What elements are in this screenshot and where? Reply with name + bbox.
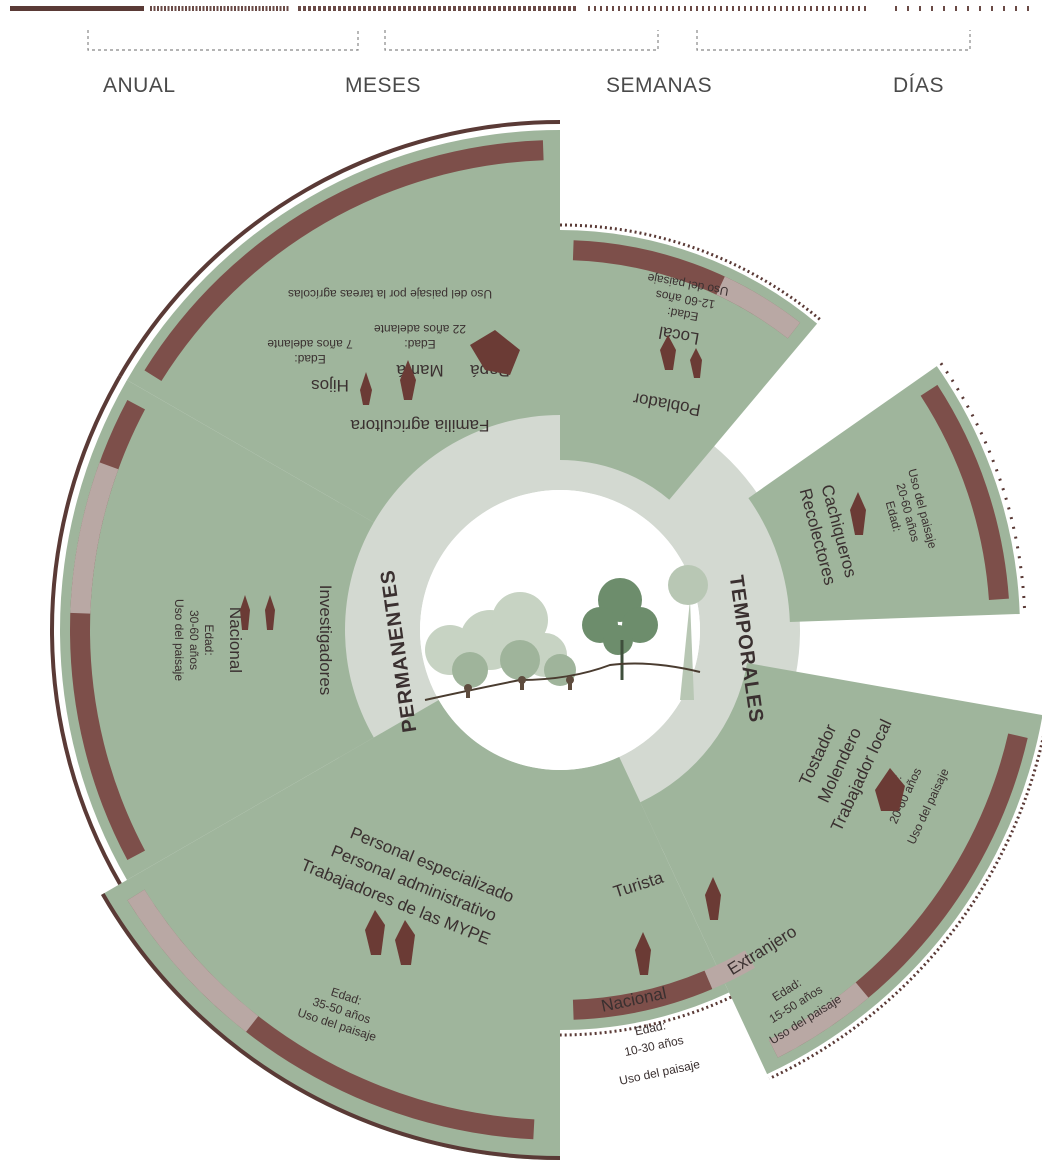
investigadores-uso: Uso del paisaje bbox=[172, 599, 186, 681]
bar-personal-light bbox=[127, 889, 259, 1032]
familia-hijos: Hijos bbox=[311, 376, 349, 395]
investigadores-title: Investigadores bbox=[316, 585, 335, 696]
bar-recolectores bbox=[920, 384, 1009, 601]
familia-edad-hijos-val: 7 años adelante bbox=[267, 337, 353, 351]
familia-edad-adultos: Edad: bbox=[404, 337, 435, 351]
turista-nac-edad-val: 10-30 años bbox=[623, 1033, 685, 1059]
investigadores-edad: Edad: bbox=[202, 624, 216, 655]
investigadores-edad-val: 30-60 años bbox=[187, 610, 201, 670]
timeline-label-meses: MESES bbox=[345, 74, 422, 97]
bar-turista bbox=[572, 970, 713, 1020]
sector-investigadores bbox=[59, 380, 374, 880]
segment-investigadores: Investigadores Nacional Edad: 30-60 años… bbox=[172, 585, 335, 696]
rule-personal bbox=[101, 892, 561, 1160]
bar-tostador bbox=[768, 733, 1028, 1058]
sector-personal bbox=[101, 700, 561, 1160]
familia-title: Familia agricultora bbox=[350, 416, 489, 435]
people-figure-icon bbox=[240, 330, 905, 975]
timeline-bar bbox=[10, 6, 1036, 51]
bar-tostador-light bbox=[768, 982, 869, 1058]
turista-nac-edad: Edad: bbox=[633, 1018, 667, 1038]
poblador-edad: Edad: bbox=[666, 305, 699, 324]
sector-familia bbox=[126, 130, 560, 523]
timeline-label-anual: ANUAL bbox=[103, 74, 176, 97]
bar-turista-light bbox=[704, 950, 755, 989]
landscape-illustration-icon bbox=[420, 490, 708, 770]
familia-edad-hijos: Edad: bbox=[294, 352, 325, 366]
timeline-label-dias: DÍAS bbox=[893, 74, 945, 97]
bar-poblador-light bbox=[716, 276, 801, 339]
investigadores-origin: Nacional bbox=[226, 607, 245, 673]
familia-edad-adultos-val: 22 años adelante bbox=[374, 322, 466, 336]
bar-investigadores-light bbox=[70, 462, 119, 614]
familia-uso: Uso del paisaje por la tareas agrícolas bbox=[288, 287, 492, 301]
rule-investigadores bbox=[50, 375, 122, 885]
rule-poblador bbox=[559, 223, 822, 321]
turista-nac-uso: Uso del paisaje bbox=[618, 1057, 701, 1088]
bar-poblador bbox=[572, 240, 801, 339]
timeline-label-semanas: SEMANAS bbox=[606, 74, 713, 97]
sector-turista bbox=[560, 756, 730, 1030]
rule-familia bbox=[118, 120, 561, 378]
